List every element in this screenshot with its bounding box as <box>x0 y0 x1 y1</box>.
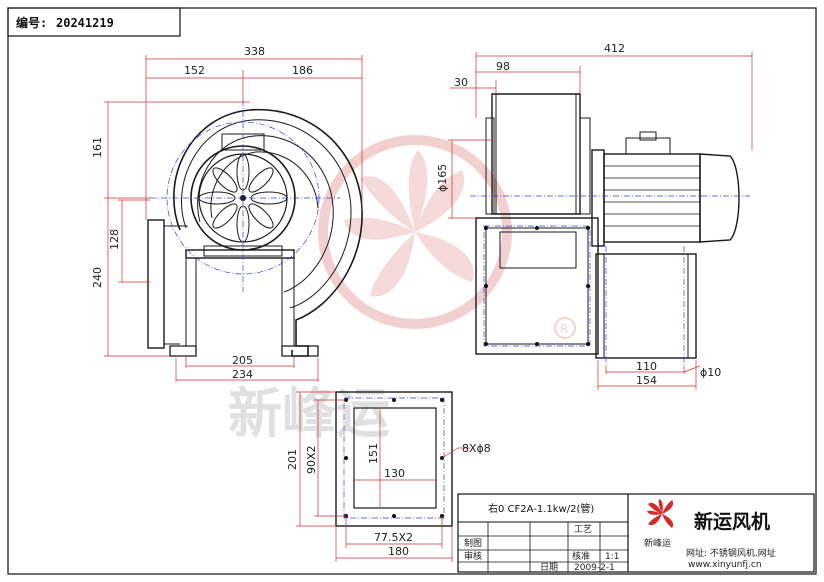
date-value: 2009-2-1 <box>574 563 615 573</box>
drawing-number-value: 20241219 <box>56 16 114 30</box>
dim-overall-length: 412 <box>604 42 625 55</box>
model-name: 右0 CF2A-1.1kw/2(管) <box>488 502 594 515</box>
dim-flange-hole-pitch-v: 90X2 <box>305 445 318 474</box>
logo-text: 新峰运 <box>644 537 671 549</box>
brand-logo-icon <box>647 499 674 528</box>
sheet-border <box>7 7 817 575</box>
side-view: 412 98 30 ϕ165 110 154 ϕ10 <box>436 42 753 390</box>
flange-view: 201 90X2 151 130 8Xϕ8 77.5X2 180 <box>286 391 491 562</box>
svg-text:R: R <box>560 322 568 336</box>
dim-base-inner: 205 <box>232 354 253 367</box>
dim-overall-width: 338 <box>244 45 265 58</box>
front-view: 338 152 186 161 240 128 205 234 <box>91 45 363 382</box>
dim-height-upper: 161 <box>91 137 104 158</box>
dim-height-total: 240 <box>91 267 104 288</box>
dim-height-outlet: 128 <box>108 229 121 250</box>
dim-right-width: 186 <box>292 64 313 77</box>
brand-name: 新运风机 <box>694 510 770 533</box>
dim-impeller-depth: 98 <box>496 60 510 73</box>
dim-flange-outer-height: 201 <box>286 449 299 470</box>
label-process: 工艺 <box>574 524 592 535</box>
dim-hole-dia: ϕ10 <box>700 366 721 379</box>
dim-left-width: 152 <box>184 64 205 77</box>
website-line: 网址: 不锈钢风机.网址 <box>686 547 776 559</box>
website-url: www.xinyunfj.cn <box>688 560 762 570</box>
dim-flange-hole-pitch-h: 77.5X2 <box>374 531 413 544</box>
dim-side-base-inner: 110 <box>636 360 657 373</box>
watermark-logo: R <box>318 135 576 339</box>
drawing-number-box: 编号: 20241219 <box>7 7 181 37</box>
dim-shaft-dia: ϕ165 <box>436 164 449 192</box>
dim-flange-inner-height: 151 <box>367 443 380 464</box>
dim-flange-outer-width: 180 <box>388 545 409 558</box>
label-drawn: 制图 <box>464 537 482 549</box>
scale-value: 1:1 <box>605 552 619 562</box>
title-block: 右0 CF2A-1.1kw/2(管) 工艺 制图 审核 核准 1:1 日期 20… <box>457 493 815 573</box>
dim-flange-offset: 30 <box>454 76 468 89</box>
drawing-number-label: 编号: <box>15 15 47 30</box>
dim-side-base-outer: 154 <box>636 374 657 387</box>
label-approve: 核准 <box>572 550 590 562</box>
dim-flange-holes: 8Xϕ8 <box>462 442 491 455</box>
label-review: 审核 <box>464 550 482 562</box>
dim-flange-inner-width: 130 <box>384 467 405 480</box>
label-date: 日期 <box>540 562 558 573</box>
dim-base-outer: 234 <box>232 368 253 381</box>
